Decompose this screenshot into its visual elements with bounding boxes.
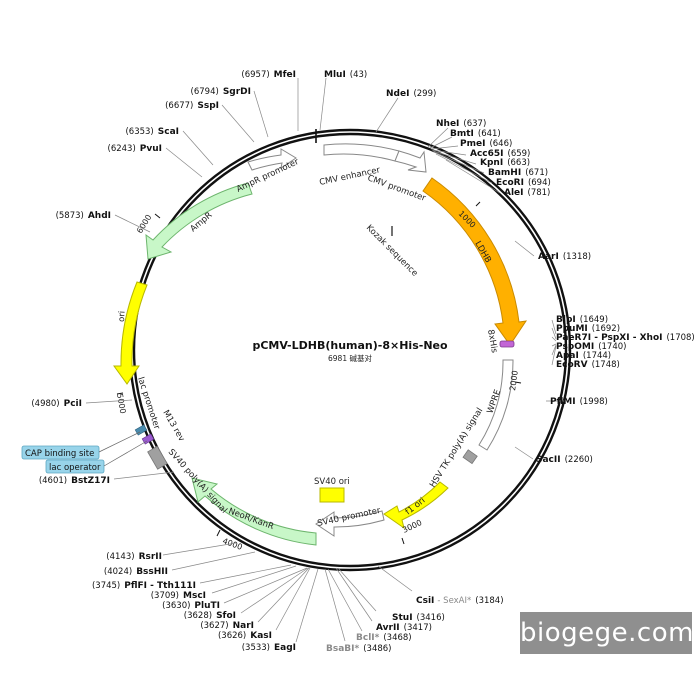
site-bsabi: BsaBI*(3486): [326, 644, 391, 654]
site-pvui: (6243)PvuI: [108, 144, 162, 154]
site-sgrdi: (6794)SgrDI: [191, 87, 251, 97]
box-cap-binding-site: [21, 445, 100, 460]
site-ecori: EcoRI(694): [496, 178, 551, 188]
site-pcii: (4980)PciI: [31, 399, 82, 409]
site-apai: ApaI(1744): [556, 351, 611, 361]
box-label-lac-operator: lac operator: [49, 463, 101, 473]
site-acc65i: Acc65I(659): [470, 149, 530, 159]
site-kpni: KpnI(663): [480, 158, 530, 168]
watermark: biogege.com: [520, 612, 693, 654]
feature-f1-ori: [383, 481, 449, 530]
svg-text:6000: 6000: [135, 213, 153, 235]
plasmid-title: pCMV-LDHB(human)-8×His-Neo: [252, 339, 448, 352]
svg-text:4000: 4000: [221, 536, 243, 551]
site-nari: (3627)NarI: [200, 621, 254, 631]
backbone-inner: [132, 132, 568, 568]
feature-label-sv40-polya: SV40 poly(A) signal: [166, 447, 229, 515]
site-leaders: [85, 77, 565, 643]
site-ecorv: EcoRV(1748): [556, 360, 620, 370]
feature-ldhb: [422, 177, 528, 346]
site-blpi: BlpI(1649): [556, 315, 608, 325]
tick-5000: 5000: [115, 392, 127, 415]
svg-text:5000: 5000: [115, 393, 127, 415]
site-eagi: (3533)EagI: [242, 643, 296, 653]
site-pmei: PmeI(646): [460, 139, 512, 149]
tick-2000: 2000: [508, 370, 522, 391]
site-scai: (6353)ScaI: [125, 127, 179, 137]
site-pluti: (3630)PluTI: [162, 601, 220, 611]
box-label-cap-binding-site: CAP binding site: [25, 449, 94, 459]
svg-text:2000: 2000: [508, 370, 520, 391]
tick-3000: 3000: [401, 518, 423, 545]
site-nhei: NheI(637): [436, 119, 486, 129]
site-bamhi: BamHI(671): [488, 168, 548, 178]
site-alei: AleI(781): [504, 188, 550, 198]
feature-8xhis: [499, 340, 515, 348]
feature-label-m13-rev: M13 rev: [160, 409, 186, 444]
feature-sv40-ori: [319, 487, 345, 503]
box-lac-operator: [45, 459, 105, 474]
feature-wpre: [478, 359, 514, 451]
feature-hsv-tk-polya: [462, 449, 478, 465]
feature-cmv-promoter: [394, 150, 427, 173]
site-ndei: NdeI(299): [386, 89, 436, 99]
feature-ori: [113, 281, 148, 385]
site-pflfi-tth111i: (3745)PflFI - Tth111I: [92, 581, 196, 591]
feature-label-hsv-tk: HSV TK poly(A) signal: [428, 406, 485, 489]
feature-sv40-polya: [147, 445, 168, 470]
site-bsshii: (4024)BssHII: [104, 567, 168, 577]
site-avrii: AvrII(3417): [376, 623, 432, 633]
site-mlui: MluI(43): [324, 70, 367, 80]
site-bmti: BmtI(641): [450, 129, 501, 139]
site-pflmi: PflMI(1998): [550, 397, 608, 407]
site-paer7i-pspxi-xhoi: PaeR7I - PspXI - XhoI(1708): [556, 333, 695, 343]
feature-label-cmv-promoter: CMV promoter: [366, 173, 427, 204]
feature-label-lac-promoter: lac promoter: [135, 376, 161, 431]
site-pspomi: PspOMI(1740): [556, 342, 626, 352]
site-csii-sexai: CsiI- SexAI*(3184): [416, 596, 504, 606]
site-bcli: BclI*(3468): [356, 633, 412, 643]
site-ahdi: (5873)AhdI: [56, 211, 111, 221]
feature-sv40-promoter: [315, 510, 385, 537]
feature-lac-operator: [141, 433, 155, 445]
feature-neor-kanr: [191, 477, 317, 546]
site-mfei: (6957)MfeI: [241, 70, 296, 80]
plasmid-size: 6981 碱基对: [328, 353, 372, 363]
feature-label-neor-kanr: NeoR/KanR: [227, 506, 275, 532]
site-sspi: (6677)SspI: [165, 101, 219, 111]
site-ppumi: PpuMI(1692): [556, 324, 620, 334]
svg-text:3000: 3000: [401, 518, 423, 535]
site-kasi: (3626)KasI: [218, 631, 272, 641]
feature-label-ori: ori: [117, 311, 128, 323]
feature-cmv-enhancer: [323, 143, 400, 162]
feature-label-8xhis: 8xHis: [485, 329, 499, 355]
feature-ampr: [145, 182, 253, 260]
tick-6000: 6000: [135, 213, 161, 235]
site-stui: StuI(3416): [392, 613, 445, 623]
site-bstz17i: (4601)BstZ17I: [39, 476, 110, 486]
site-aari: AarI(1318): [538, 252, 591, 262]
box-leader-cap: [98, 431, 141, 453]
site-rsrii: (4143)RsrII: [106, 552, 162, 562]
site-msci: (3709)MscI: [151, 591, 206, 601]
site-sacii: SacII(2260): [536, 455, 593, 465]
box-leader-lac: [103, 440, 148, 467]
feature-ampr-promoter: [247, 148, 297, 171]
site-sfoi: (3628)SfoI: [184, 611, 236, 621]
feature-label-sv40-ori: SV40 ori: [314, 477, 350, 487]
